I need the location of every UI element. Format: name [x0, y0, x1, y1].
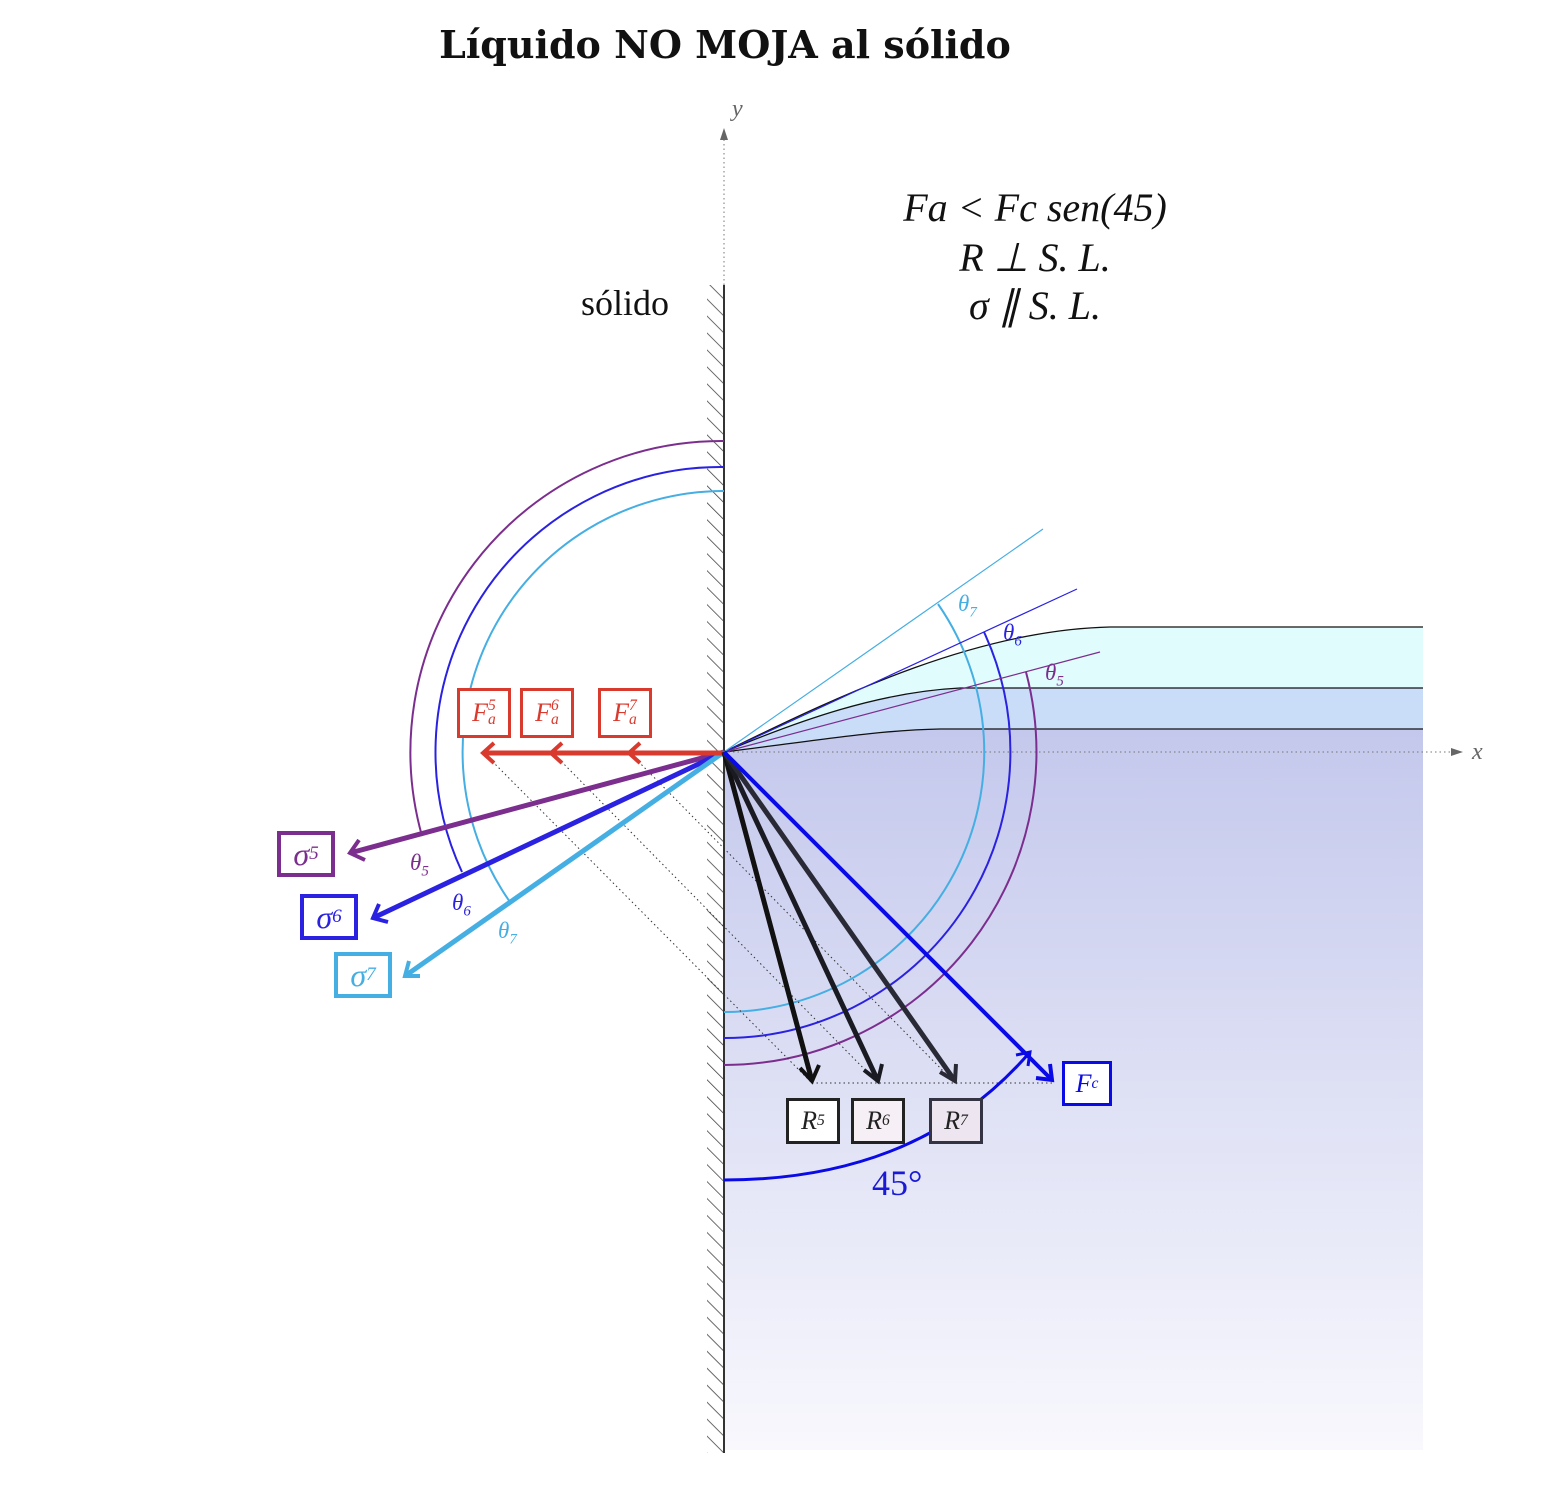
theta-5-left-label: θ5 — [410, 850, 429, 880]
tangent-line-7 — [723, 528, 1044, 753]
sigma-5-arrowhead — [347, 838, 366, 862]
dotted-line-1 — [485, 754, 813, 1084]
y-axis-label: y — [732, 96, 743, 122]
angle-45-label: 45° — [872, 1163, 923, 1203]
fa-arrowhead-5 — [480, 741, 496, 765]
meniscus-line-5 — [723, 728, 1423, 753]
arc-right-7 — [723, 603, 986, 1013]
dotted-line-3 — [631, 754, 956, 1084]
arc-left-7 — [461, 489, 725, 903]
y-axis-arrowhead — [720, 128, 728, 140]
equation-line-2: R ⊥ S. L. — [959, 235, 1111, 280]
arc-left-6 — [434, 465, 725, 873]
tangent-line-5 — [723, 651, 1101, 753]
x-axis-label: x — [1472, 739, 1483, 765]
theta-6-right-label: θ6 — [1003, 620, 1022, 650]
theta-7-left-label: θ7 — [498, 918, 517, 948]
theta-7-right-label: θ7 — [958, 591, 977, 621]
meniscus-line-6 — [723, 687, 1423, 753]
theta-6-left-label: θ6 — [452, 890, 471, 920]
theta-5-right-label: θ5 — [1045, 660, 1064, 690]
tangent-line-6 — [723, 588, 1078, 753]
meniscus-line-7 — [723, 626, 1423, 753]
solid-label: sólido — [580, 283, 669, 323]
r-5-arrow — [721, 751, 815, 1082]
sigma-5-arrow — [349, 749, 725, 856]
sigma-6-arrowhead — [370, 903, 389, 924]
fc-arrowhead — [1035, 1063, 1055, 1083]
arc-right-6 — [723, 631, 1012, 1040]
arc-45 — [723, 1051, 1032, 1182]
solid-wall-hatch — [707, 285, 724, 1453]
arc-right-5 — [723, 671, 1038, 1066]
fc-arrow — [722, 750, 1054, 1082]
equation-line-3: σ ∥ S. L. — [969, 283, 1101, 328]
fa-arrowhead-7 — [626, 741, 642, 765]
equation-line-1: Fa < Fc sen(45) — [903, 185, 1167, 230]
dotted-line-2 — [554, 754, 879, 1084]
r-6-arrowhead — [862, 1063, 884, 1085]
x-axis-arrowhead — [1451, 748, 1463, 756]
meniscus-band-6 — [724, 627, 1423, 752]
sigma-6-arrow — [371, 749, 726, 921]
sigma-7-arrow — [403, 749, 726, 979]
r-7-arrow — [721, 750, 958, 1083]
sigma-7-arrowhead — [402, 960, 420, 978]
arc-45-arrowhead — [1015, 1050, 1032, 1067]
fa-arrowhead-6 — [548, 741, 564, 765]
meniscus-band-5 — [724, 688, 1423, 752]
r-6-arrow — [721, 750, 881, 1083]
r-7-arrowhead — [938, 1063, 958, 1085]
arc-left-5 — [409, 439, 725, 837]
r-5-arrowhead — [798, 1064, 821, 1085]
page-title: Líquido NO MOJA al sólido — [439, 22, 1011, 67]
